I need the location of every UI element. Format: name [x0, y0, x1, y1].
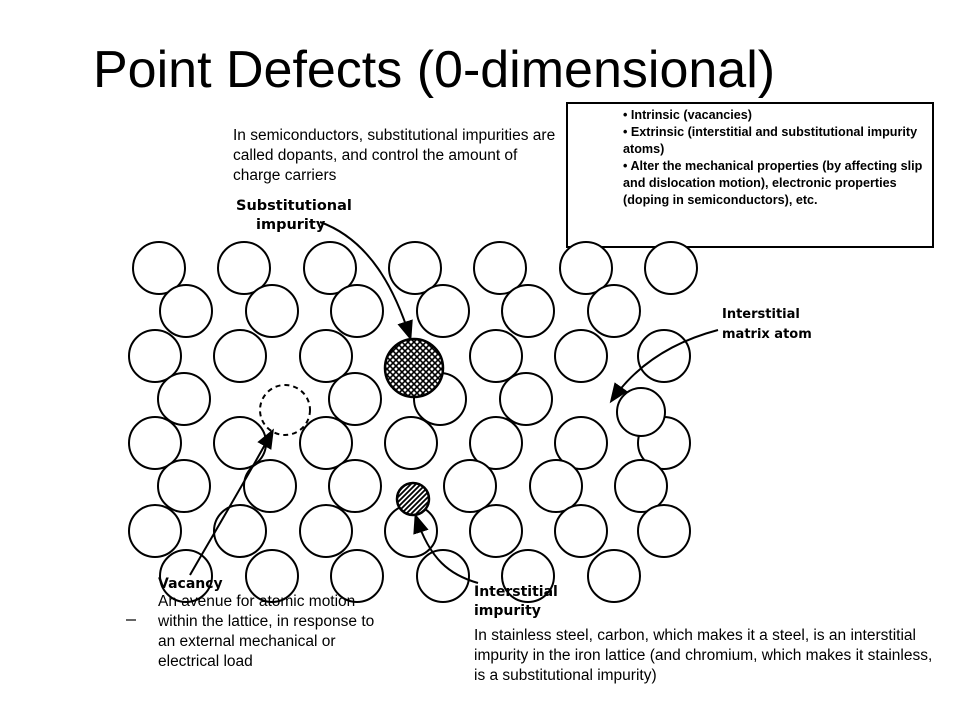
- vacancy-label: Vacancy: [158, 576, 223, 592]
- lattice-atom: [132, 241, 186, 295]
- lattice-atom: [328, 372, 382, 426]
- dopants-note: In semiconductors, substitutional impuri…: [233, 127, 556, 184]
- lattice-atom: [554, 416, 608, 470]
- lattice-atom: [243, 459, 297, 513]
- lattice-atom: [303, 241, 357, 295]
- substitutional-arrow: [319, 221, 413, 341]
- interstitial-impurity-arrow: [413, 513, 479, 584]
- lattice-atom: [245, 549, 299, 603]
- interstitial-impurity-atom: [395, 481, 431, 517]
- lattice-atom: [388, 241, 442, 295]
- lattice-atom: [128, 329, 182, 383]
- lattice-atom: [159, 284, 213, 338]
- lattice-atom: [469, 416, 523, 470]
- lattice-atom: [469, 329, 523, 383]
- lattice-atom: [587, 284, 641, 338]
- lattice-atom: [213, 416, 267, 470]
- interstitial-impurity-label-line2: impurity: [474, 603, 541, 619]
- lattice-atom: [330, 284, 384, 338]
- lattice-atom: [157, 372, 211, 426]
- lattice-atom: [213, 329, 267, 383]
- lattice-atom: [559, 241, 613, 295]
- substitutional-impurity-atom: [383, 337, 445, 399]
- lattice-atom: [328, 459, 382, 513]
- vacancy-arrow: [189, 428, 274, 576]
- lattice-atom: [217, 241, 271, 295]
- lattice-atom: [554, 504, 608, 558]
- lattice-atom: [644, 241, 698, 295]
- lattice-atom: [501, 284, 555, 338]
- substitutional-label-line1: Substitutional: [236, 198, 352, 214]
- lattice-atom: [637, 504, 691, 558]
- lattice-atom: [499, 372, 553, 426]
- lattice-atom: [330, 549, 384, 603]
- steel-note: In stainless steel, carbon, which makes …: [474, 627, 933, 684]
- lattice-atom: [637, 329, 691, 383]
- box-item-extrinsic: • Extrinsic (interstitial and substituti…: [623, 125, 918, 156]
- lattice-atom: [299, 416, 353, 470]
- lattice-atoms: [128, 241, 698, 603]
- lattice-atom: [501, 549, 555, 603]
- lattice-atom: [128, 416, 182, 470]
- lattice-atom: [554, 329, 608, 383]
- lattice-atom: [128, 504, 182, 558]
- lattice-atom: [245, 284, 299, 338]
- lattice-atom: [529, 459, 583, 513]
- slide-title: Point Defects (0-dimensional): [93, 41, 776, 99]
- box-item-intrinsic: • Intrinsic (vacancies): [623, 108, 752, 122]
- lattice-atom: [469, 504, 523, 558]
- interstitial-impurity-label-line1: Interstitial: [474, 584, 558, 600]
- box-item-properties: • Alter the mechanical properties (by af…: [623, 159, 923, 207]
- vacancy-site: [259, 384, 311, 436]
- lattice-atom: [157, 459, 211, 513]
- interstitial-matrix-arrow: [609, 329, 719, 404]
- lattice-atom: [299, 329, 353, 383]
- lattice-atom: [416, 549, 470, 603]
- lattice-atom: [587, 549, 641, 603]
- vacancy-note: An avenue for atomic motion within the l…: [158, 593, 375, 670]
- lattice-atom: [443, 459, 497, 513]
- lattice-atom: [384, 416, 438, 470]
- interstitial-matrix-atom: [616, 387, 666, 437]
- interstitial-matrix-label-line1: Interstitial: [722, 307, 800, 322]
- lattice-atom: [614, 459, 668, 513]
- substitutional-label-line2: impurity: [256, 217, 326, 233]
- defects-summary-box: • Intrinsic (vacancies) • Extrinsic (int…: [566, 102, 934, 248]
- interstitial-matrix-label-line2: matrix atom: [722, 327, 812, 342]
- lattice-atom: [299, 504, 353, 558]
- lattice-atom: [213, 504, 267, 558]
- lattice-atom: [473, 241, 527, 295]
- lattice-atom: [159, 549, 213, 603]
- lattice-atom: [416, 284, 470, 338]
